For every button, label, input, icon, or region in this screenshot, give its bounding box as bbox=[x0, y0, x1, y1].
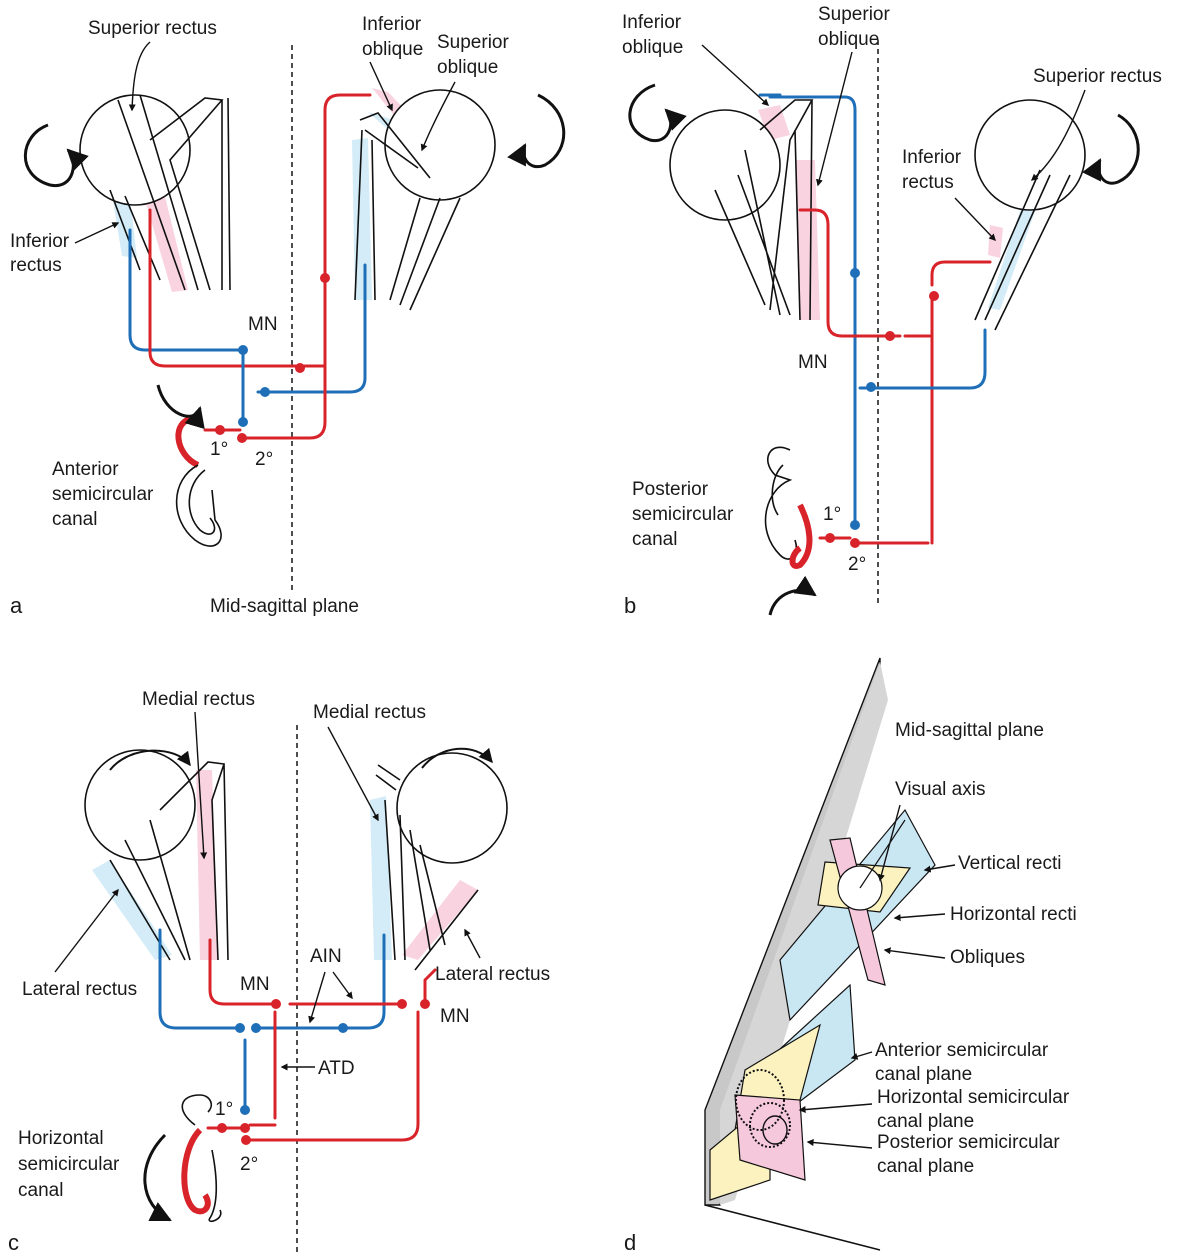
mn-red-neuron-b bbox=[929, 291, 939, 301]
excitatory-neuron-b bbox=[885, 331, 895, 341]
inhibitory-neuron-c2 bbox=[251, 1023, 261, 1033]
secondary-blue-neuron-a bbox=[238, 417, 248, 427]
secondary-blue-neuron-c bbox=[240, 1105, 250, 1115]
label-visual-axis-d: Visual axis bbox=[895, 779, 985, 800]
label-mid-sagittal-a: Mid-sagittal plane bbox=[210, 596, 359, 617]
label-mn-a: MN bbox=[248, 314, 278, 335]
primary-neuron-c bbox=[217, 1123, 227, 1133]
mn-neuron-blue-a bbox=[238, 345, 248, 355]
inhibitory-neuron-b bbox=[866, 382, 876, 392]
left-eye-c bbox=[85, 750, 228, 960]
label-mn-b: MN bbox=[798, 352, 828, 373]
excitatory-neuron-c bbox=[397, 999, 407, 1009]
label-atd-c: ATD bbox=[318, 1058, 355, 1079]
label-superior-rectus-a: Superior rectus bbox=[88, 18, 217, 39]
label-ain-c: AIN bbox=[310, 946, 342, 967]
label-mn-c1: MN bbox=[240, 974, 270, 995]
panel-d: Mid-sagittal plane Visual axis Vertical … bbox=[624, 658, 1077, 1255]
rotation-arrow-canal-a bbox=[158, 385, 200, 416]
label-obliques-d: Obliques bbox=[950, 947, 1025, 968]
rotation-arrow-right-b bbox=[1098, 115, 1138, 183]
mn-red-neuron-a bbox=[320, 273, 330, 283]
label-mid-sagittal-d: Mid-sagittal plane bbox=[895, 720, 1044, 741]
label-secondary-c: 2° bbox=[240, 1154, 258, 1175]
left-eye-b bbox=[670, 100, 820, 320]
left-eye-a bbox=[80, 95, 230, 292]
label-superior-oblique-b: Superioroblique bbox=[818, 4, 890, 50]
right-eyeball-a bbox=[385, 90, 495, 200]
right-eye-a bbox=[352, 88, 495, 310]
lateral-rectus-muscle-c2 bbox=[402, 880, 478, 960]
secondary-neuron-c1 bbox=[240, 1123, 250, 1133]
panel-letter-a: a bbox=[10, 593, 23, 618]
mn-neuron-c1 bbox=[271, 999, 281, 1009]
primary-neuron-a bbox=[215, 425, 225, 435]
secondary-neuron-a bbox=[237, 433, 247, 443]
rotation-arrow-canal-b bbox=[770, 591, 815, 615]
excitatory-pathway-c2 bbox=[290, 970, 435, 1004]
mn-neuron-c2 bbox=[420, 999, 430, 1009]
label-medial-rectus-c1: Medial rectus bbox=[142, 689, 255, 710]
label-primary-a: 1° bbox=[210, 439, 228, 460]
left-eyeball-c bbox=[85, 750, 195, 860]
panel-c: Medial rectus Medial rectus Lateral rect… bbox=[8, 689, 550, 1255]
label-vertical-recti-d: Vertical recti bbox=[958, 853, 1061, 874]
excitatory-pathway-a2 bbox=[242, 95, 370, 438]
rotation-arrow-right-a bbox=[524, 95, 564, 167]
label-lateral-rectus-c2: Lateral rectus bbox=[435, 964, 550, 985]
inhibitory-neuron-a bbox=[260, 387, 270, 397]
medial-muscle-a bbox=[352, 138, 372, 300]
right-eye-b bbox=[975, 100, 1085, 330]
label-primary-c: 1° bbox=[215, 1099, 233, 1120]
panel-letter-c: c bbox=[8, 1230, 19, 1255]
rotation-arrow-canal-c bbox=[145, 1135, 170, 1220]
primary-neuron-b bbox=[825, 533, 835, 543]
panel-letter-d: d bbox=[624, 1230, 636, 1255]
label-secondary-a: 2° bbox=[255, 449, 273, 470]
label-lateral-rectus-c1: Lateral rectus bbox=[22, 979, 137, 1000]
label-secondary-b: 2° bbox=[848, 554, 866, 575]
rotation-arrow-left-b bbox=[630, 85, 671, 141]
label-primary-b: 1° bbox=[823, 504, 841, 525]
rotation-arrow-left-a bbox=[25, 125, 73, 186]
anterior-canal-a bbox=[177, 418, 221, 546]
inhibitory-neuron-c1 bbox=[235, 1023, 245, 1033]
label-horizontal-recti-d: Horizontal recti bbox=[950, 904, 1077, 925]
label-mn-c2: MN bbox=[440, 1006, 470, 1027]
secondary-blue-neuron-b bbox=[850, 520, 860, 530]
mn-neuron-blue-b bbox=[850, 268, 860, 278]
excitatory-neuron-a bbox=[295, 363, 305, 373]
right-eye-c bbox=[370, 753, 507, 970]
posterior-canal-b bbox=[766, 447, 810, 566]
inferior-rectus-muscle-b bbox=[988, 225, 1003, 258]
medial-rectus-muscle-c2 bbox=[370, 796, 392, 960]
excitatory-pathway-b3 bbox=[932, 262, 990, 285]
panel-letter-b: b bbox=[624, 593, 636, 618]
label-medial-rectus-c2: Medial rectus bbox=[313, 702, 426, 723]
secondary-neuron-b bbox=[850, 538, 860, 548]
inhibitory-neuron-c3 bbox=[338, 1023, 348, 1033]
secondary-neuron-c2 bbox=[241, 1135, 251, 1145]
label-superior-rectus-b: Superior rectus bbox=[1033, 66, 1162, 87]
